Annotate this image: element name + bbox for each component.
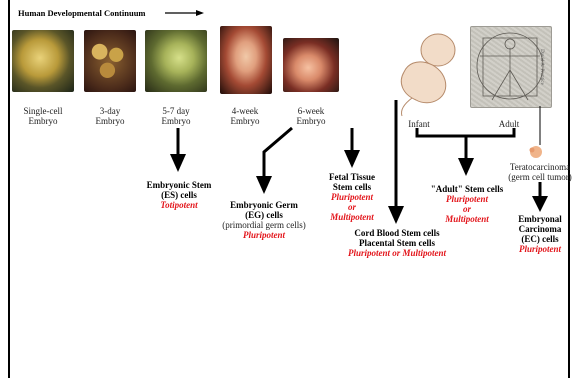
title-arrow	[165, 10, 204, 16]
teratocarcinoma-label: Teratocarcinoma(germ cell tumor)	[508, 162, 572, 182]
cord-potency: Pluripotent or Multipotent	[340, 248, 454, 258]
adult-stem-cells-label: "Adult" Stem cells Pluripotent or Multip…	[424, 184, 510, 224]
teratocarcinoma-image	[530, 146, 543, 158]
ec-cells-label: Embryonal Carcinoma (EC) cells Pluripote…	[508, 214, 572, 254]
arrow-to-ec-cells	[532, 182, 548, 212]
ec-potency: Pluripotent	[508, 244, 572, 254]
arrow-to-fetal-cells	[344, 128, 360, 168]
eg-cells-label: Embryonic Germ (EG) cells (primordial ge…	[216, 200, 312, 240]
arrow-to-es-cells	[170, 128, 186, 172]
cord-blood-label: Cord Blood Stem cells Placental Stem cel…	[340, 228, 454, 258]
arrow-to-adult-stem-cells	[417, 128, 514, 176]
es-potency: Totipotent	[138, 200, 220, 210]
eg-potency: Pluripotent	[216, 230, 312, 240]
es-cells-label: Embryonic Stem (ES) cells Totipotent	[138, 180, 220, 210]
fetal-cells-label: Fetal Tissue Stem cells Pluripotent or M…	[322, 172, 382, 222]
vitruvian-figure	[477, 33, 543, 100]
arrow-to-eg-cells	[256, 128, 292, 194]
arrow-to-cord-blood	[388, 100, 404, 224]
infant-drawing	[401, 34, 455, 116]
